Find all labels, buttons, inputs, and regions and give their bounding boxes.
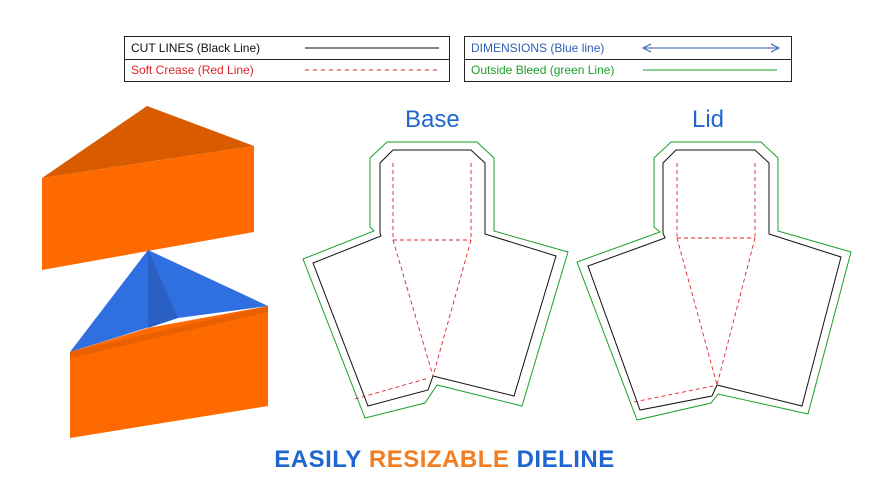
base-title: Base bbox=[405, 106, 460, 133]
base-crease-lines bbox=[354, 163, 472, 400]
legend-cut-lines-label: CUT LINES (Black Line) bbox=[131, 41, 261, 55]
lid-crease-lines bbox=[633, 163, 756, 403]
footer-tagline: EASILY RESIZABLE DIELINE bbox=[0, 446, 889, 474]
footer-word-dieline: DIELINE bbox=[516, 446, 615, 473]
legend-dimensions-label: DIMENSIONS (Blue line) bbox=[471, 41, 605, 55]
base-dieline bbox=[302, 141, 569, 419]
legend-box-left: CUT LINES (Black Line) Soft Crease (Red … bbox=[124, 36, 450, 82]
lid-bleed-outline bbox=[576, 141, 852, 421]
lid-cut-outline bbox=[587, 149, 842, 411]
legend-cut-line-sample bbox=[305, 47, 439, 49]
triangle-box-base-illustration bbox=[70, 250, 268, 438]
legend-row-outside-bleed: Outside Bleed (green Line) bbox=[465, 59, 791, 81]
triangle-box-lid-illustration bbox=[42, 106, 254, 270]
legend-bleed-line-sample bbox=[643, 69, 777, 71]
legend-row-soft-crease: Soft Crease (Red Line) bbox=[125, 59, 449, 81]
lid-title: Lid bbox=[692, 106, 725, 133]
base-cut-outline bbox=[312, 149, 557, 407]
legend-row-cut-lines: CUT LINES (Black Line) bbox=[125, 37, 449, 60]
legend-row-dimensions: DIMENSIONS (Blue line) bbox=[465, 37, 791, 60]
base-bleed-outline bbox=[302, 141, 569, 419]
legend-outside-bleed-label: Outside Bleed (green Line) bbox=[471, 63, 615, 77]
legend-crease-line-sample bbox=[305, 69, 439, 71]
legend-soft-crease-label: Soft Crease (Red Line) bbox=[131, 63, 254, 77]
footer-word-easily: EASILY bbox=[274, 446, 362, 473]
footer-word-resizable: RESIZABLE bbox=[368, 446, 510, 473]
legend-dimension-arrow-sample bbox=[641, 43, 781, 53]
lid-dieline bbox=[576, 141, 852, 421]
legend-box-right: DIMENSIONS (Blue line) Outside Bleed (gr… bbox=[464, 36, 792, 82]
